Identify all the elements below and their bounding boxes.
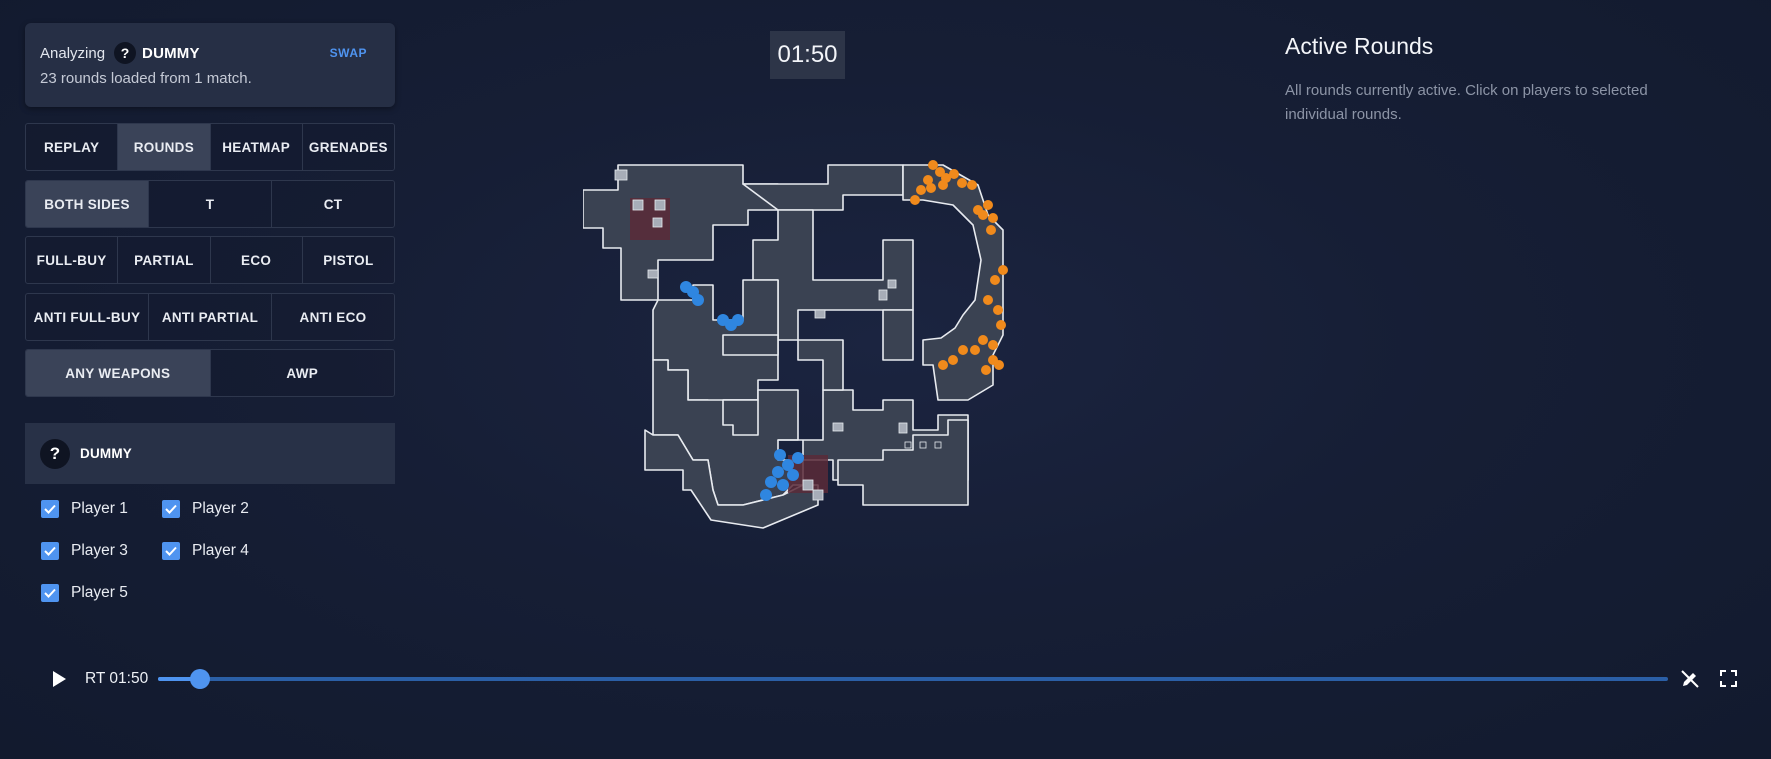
mode-button-group: REPLAY ROUNDS HEATMAP GRENADES: [25, 123, 395, 171]
playback-bar: RT 01:50: [50, 663, 1740, 693]
player-label: Player 5: [71, 584, 128, 601]
checkmark-icon: [41, 542, 59, 560]
player-label: Player 4: [192, 542, 249, 559]
anti-eco-button[interactable]: ANTI ECO: [272, 294, 394, 340]
active-rounds-title: Active Rounds: [1285, 33, 1434, 59]
map-overview[interactable]: [583, 160, 1045, 552]
team-section-name: DUMMY: [80, 446, 132, 461]
side-ct-button[interactable]: CT: [272, 181, 394, 227]
swap-button[interactable]: SWAP: [329, 46, 367, 60]
side-t-button[interactable]: T: [149, 181, 272, 227]
anti-buy-button-group: ANTI FULL-BUY ANTI PARTIAL ANTI ECO: [25, 293, 395, 341]
playback-slider-thumb[interactable]: [190, 669, 211, 689]
fullscreen-icon[interactable]: [1720, 670, 1737, 687]
player-label: Player 1: [71, 500, 128, 517]
weapon-awp-button[interactable]: AWP: [210, 350, 394, 396]
player-1-checkbox[interactable]: Player 1: [41, 500, 128, 518]
team-section-header: ? DUMMY: [25, 423, 395, 484]
analyzing-row: Analyzing ? DUMMY SWAP: [40, 42, 380, 64]
buy-partial-button[interactable]: PARTIAL: [118, 237, 211, 283]
map-floor: [583, 164, 1004, 529]
checkmark-icon: [41, 500, 59, 518]
side-both-button[interactable]: BOTH SIDES: [26, 181, 149, 227]
analyzing-label: Analyzing: [40, 44, 106, 62]
player-5-checkbox[interactable]: Player 5: [41, 584, 128, 602]
ct-side-player-markers: [680, 281, 804, 501]
round-timer: 01:50: [770, 31, 845, 79]
buy-pistol-button[interactable]: PISTOL: [302, 237, 394, 283]
play-icon[interactable]: [50, 670, 68, 688]
playback-progress-fill: [158, 677, 201, 681]
checkmark-icon: [162, 500, 180, 518]
active-rounds-description: All rounds currently active. Click on pl…: [1285, 82, 1648, 123]
checkmark-icon: [162, 542, 180, 560]
analyzing-card: Analyzing ? DUMMY SWAP 23 rounds loaded …: [25, 23, 395, 107]
rounds-loaded-text: 23 rounds loaded from 1 match.: [40, 70, 252, 87]
weapon-button-group: ANY WEAPONS AWP: [25, 349, 395, 397]
player-2-checkbox[interactable]: Player 2: [162, 500, 249, 518]
side-button-group: BOTH SIDES T CT: [25, 180, 395, 228]
draw-icon[interactable]: [1680, 669, 1700, 689]
player-4-checkbox[interactable]: Player 4: [162, 542, 249, 560]
buy-type-button-group: FULL-BUY PARTIAL ECO PISTOL: [25, 236, 395, 284]
playback-slider[interactable]: [158, 669, 1668, 689]
t-side-player-markers: [910, 160, 1008, 375]
buy-eco-button[interactable]: ECO: [210, 237, 303, 283]
map-props: [614, 169, 942, 501]
checkmark-icon: [41, 584, 59, 602]
player-label: Player 2: [192, 500, 249, 517]
mode-rounds-button[interactable]: ROUNDS: [118, 124, 211, 170]
mode-heatmap-button[interactable]: HEATMAP: [210, 124, 303, 170]
mode-grenades-button[interactable]: GRENADES: [302, 124, 394, 170]
analyzed-team-name: DUMMY: [142, 44, 200, 62]
question-icon: ?: [40, 438, 70, 469]
weapon-any-button[interactable]: ANY WEAPONS: [26, 350, 211, 396]
question-icon: ?: [114, 42, 137, 64]
player-3-checkbox[interactable]: Player 3: [41, 542, 128, 560]
anti-partial-button[interactable]: ANTI PARTIAL: [149, 294, 272, 340]
anti-full-buy-button[interactable]: ANTI FULL-BUY: [26, 294, 149, 340]
mode-replay-button[interactable]: REPLAY: [26, 124, 119, 170]
player-label: Player 3: [71, 542, 128, 559]
buy-full-button[interactable]: FULL-BUY: [26, 237, 119, 283]
playback-time-label: RT 01:50: [85, 670, 149, 687]
